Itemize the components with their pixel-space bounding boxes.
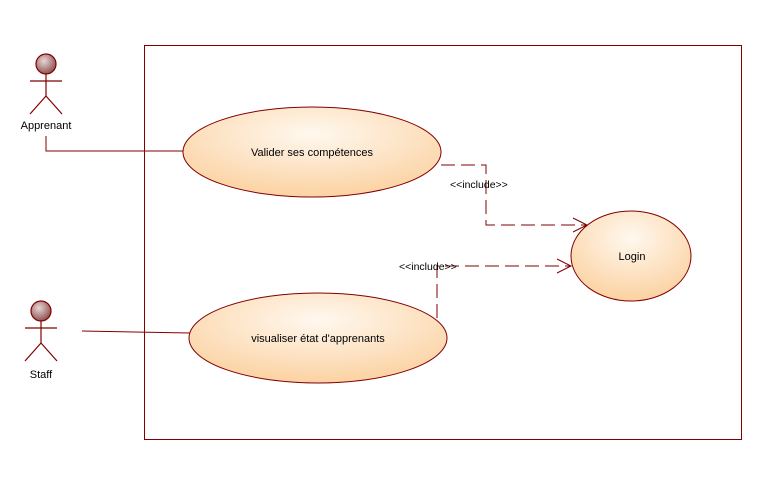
association-apprenant-valider bbox=[45, 136, 183, 152]
actor-staff-leg-left bbox=[24, 342, 42, 362]
system-boundary bbox=[144, 45, 742, 440]
actor-apprenant-label: Apprenant bbox=[21, 120, 72, 132]
use-case-valider-label: Valider ses compétences bbox=[251, 147, 374, 159]
include-relation-1: <<include>> bbox=[441, 164, 589, 233]
include-relation-2-line bbox=[436, 265, 570, 318]
use-case-visualiser-ellipse[interactable] bbox=[188, 292, 448, 384]
use-case-valider-ellipse[interactable] bbox=[182, 106, 442, 198]
use-case-login-label: Login bbox=[619, 251, 646, 263]
include-relation-2: <<include>> bbox=[399, 258, 573, 318]
actor-staff[interactable]: Staff bbox=[24, 300, 58, 381]
use-case-visualiser-label: visualiser état d'apprenants bbox=[251, 333, 385, 345]
use-case-login-ellipse[interactable] bbox=[570, 210, 692, 302]
actor-apprenant-leg-left bbox=[29, 95, 47, 115]
actor-staff-label: Staff bbox=[30, 369, 53, 381]
include-relation-1-line bbox=[441, 164, 586, 226]
include-relation-2-label: <<include>> bbox=[399, 261, 457, 273]
actor-apprenant-leg-right bbox=[45, 95, 63, 115]
use-case-login[interactable]: Login bbox=[570, 210, 692, 302]
use-case-valider[interactable]: Valider ses compétences bbox=[182, 106, 442, 198]
association-staff-visualiser bbox=[81, 330, 191, 334]
actor-staff-head bbox=[30, 300, 52, 322]
actor-apprenant-head bbox=[35, 53, 57, 75]
include-relation-1-label: <<include>> bbox=[450, 179, 508, 191]
use-case-visualiser[interactable]: visualiser état d'apprenants bbox=[188, 292, 448, 384]
actor-staff-leg-right bbox=[40, 342, 58, 362]
actor-apprenant[interactable]: Apprenant bbox=[21, 53, 72, 132]
include-relation-2-arrowhead bbox=[556, 258, 573, 274]
